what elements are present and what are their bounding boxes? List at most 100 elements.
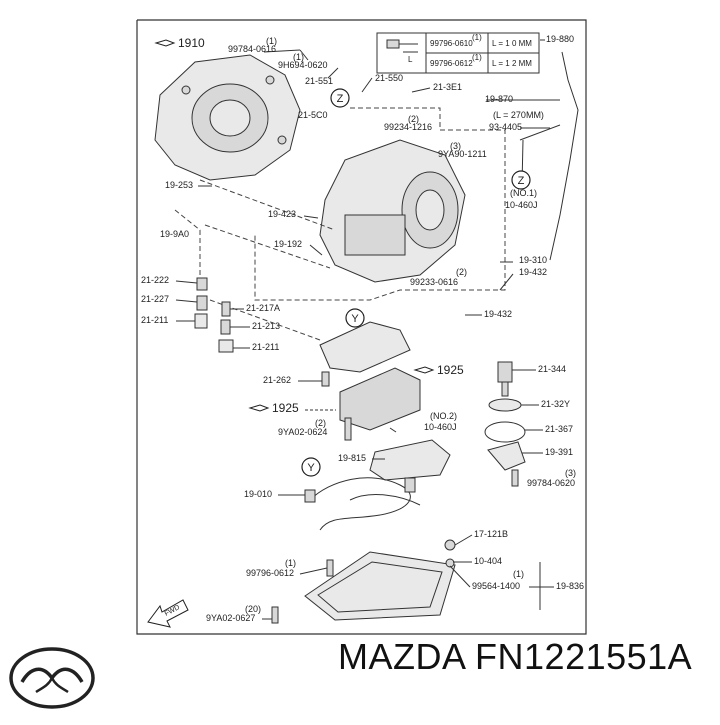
svg-text:Y: Y	[307, 462, 315, 474]
spring-parts-left	[194, 277, 234, 353]
part-label: 19-253	[165, 180, 193, 190]
marker-z: Z	[511, 170, 531, 190]
part-label: 9YA02-0627	[206, 613, 255, 623]
part-label: 21-5C0	[298, 110, 328, 120]
part-label: 99564-1400	[472, 581, 520, 591]
part-label: 21-211	[141, 315, 168, 325]
svg-text:1925: 1925	[272, 401, 299, 415]
callout-1925: 1925	[413, 363, 464, 377]
part-label: 21-551	[305, 76, 333, 86]
bolt-qty: (1)	[472, 53, 482, 62]
group-callouts: 1910 1925 1925	[154, 36, 464, 415]
part-label: 10-404	[474, 556, 502, 566]
part-label: 21-550	[375, 73, 403, 83]
svg-text:1925: 1925	[437, 363, 464, 377]
part-label: 10-460J	[505, 200, 538, 210]
part-label: 21-217A	[246, 303, 280, 313]
dipstick-assembly	[519, 51, 579, 261]
oil-strainer	[369, 427, 451, 481]
part-label: 19-815	[338, 453, 366, 463]
svg-text:Y: Y	[351, 313, 359, 325]
part-label: 19-010	[244, 489, 272, 499]
part-label: 19-432	[519, 267, 547, 277]
bolt-spec-table: L	[376, 32, 540, 74]
part-number: FN1221551A	[475, 636, 693, 677]
part-title: MAZDA FN1221551A	[338, 636, 692, 678]
mazda-logo-icon	[9, 647, 95, 709]
part-label: 9YA90-1211	[438, 149, 487, 159]
part-label: 10-460J	[424, 422, 457, 432]
part-label: 19-836	[556, 581, 584, 591]
svg-text:Z: Z	[518, 175, 525, 187]
svg-text:1910: 1910	[178, 36, 205, 50]
wiring-harness	[304, 477, 456, 551]
leader-lines	[175, 39, 560, 620]
part-label: (1)	[266, 36, 277, 46]
bolt-length: L = 1 0 MM	[492, 39, 532, 48]
part-label: (NO.2)	[430, 411, 457, 421]
bolt-qty: (1)	[472, 33, 482, 42]
part-label: 19-9A0	[160, 229, 189, 239]
bolt-length-label: L	[408, 55, 413, 64]
transmission-case	[154, 54, 301, 181]
part-label: 9H694-0620	[278, 60, 328, 70]
callout-1910: 1910	[154, 36, 205, 50]
valve-body	[319, 321, 421, 441]
marker-y: Y	[345, 308, 365, 328]
part-label: 99233-0616	[410, 277, 458, 287]
part-label: 21-367	[545, 424, 573, 434]
svg-text:Z: Z	[337, 93, 344, 105]
part-label: (L = 270MM)	[493, 110, 544, 120]
part-label: 19-391	[545, 447, 573, 457]
marker-z: Z	[330, 88, 350, 108]
part-label: 17-121B	[474, 529, 508, 539]
part-label: 21-32Y	[541, 399, 570, 409]
part-label: 21-211	[252, 342, 279, 352]
part-label: 19-880	[546, 34, 574, 44]
bolt-part-number: 99796-0610	[430, 39, 473, 48]
forward-arrow: FWD	[147, 599, 189, 628]
part-label: (3)	[450, 141, 461, 151]
part-label: 99784-0620	[527, 478, 575, 488]
part-label: 99234-1216	[384, 122, 432, 132]
part-label: 21-3E1	[433, 82, 462, 92]
part-label: 21-222	[141, 275, 169, 285]
part-label: (2)	[315, 418, 326, 428]
bolt-part-number: 99796-0612	[430, 59, 473, 68]
right-column-parts	[484, 361, 526, 487]
part-label: 99784-0616	[228, 44, 276, 54]
part-label: (1)	[513, 569, 524, 579]
part-label: (2)	[456, 267, 467, 277]
part-label: (1)	[285, 558, 296, 568]
reference-markers: Z Z Y Y	[301, 88, 531, 477]
assembly-outline	[254, 107, 506, 301]
part-label: (3)	[565, 468, 576, 478]
part-label: 21-227	[141, 294, 169, 304]
part-label: 21-344	[538, 364, 566, 374]
part-label: (1)	[293, 52, 304, 62]
part-label: 21-213	[252, 321, 280, 331]
part-label: 19-432	[484, 309, 512, 319]
part-label: 19-310	[519, 255, 547, 265]
part-label: (2)	[408, 114, 419, 124]
diagram-frame	[136, 19, 587, 635]
part-label: (20)	[245, 604, 261, 614]
part-label: (NO.1)	[510, 188, 537, 198]
marker-y: Y	[301, 457, 321, 477]
part-label: 99796-0612	[246, 568, 294, 578]
part-label: 19-423	[268, 209, 296, 219]
callout-1925: 1925	[248, 401, 299, 415]
bolt-length: L = 1 2 MM	[492, 59, 532, 68]
part-label: 21-262	[263, 375, 291, 385]
part-label: 19-192	[274, 239, 302, 249]
part-label: 9YA02-0624	[278, 427, 327, 437]
part-label: 19-870	[485, 94, 513, 104]
main-housing	[319, 139, 466, 283]
oil-pan	[271, 551, 456, 624]
part-label: 93-4405	[489, 122, 522, 132]
brand-name: MAZDA	[338, 636, 465, 677]
